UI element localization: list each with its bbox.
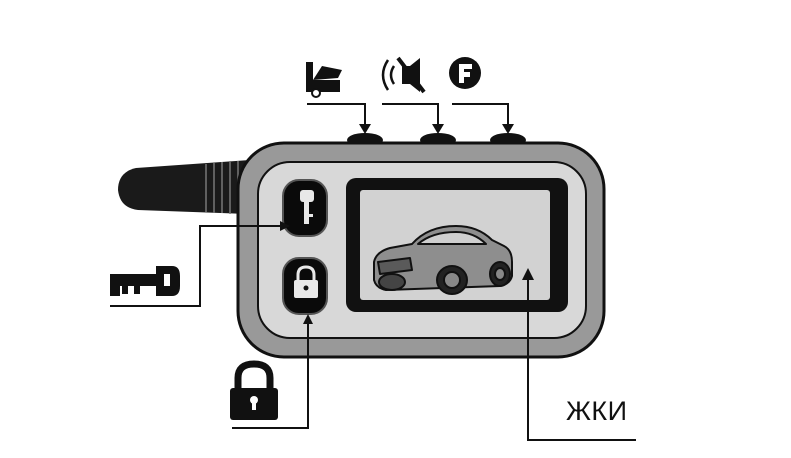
arrow-heads bbox=[280, 124, 534, 324]
lcd-label: ЖКИ bbox=[566, 396, 628, 426]
trunk-car-icon bbox=[306, 62, 342, 98]
key-button[interactable] bbox=[282, 179, 328, 237]
leader-lines bbox=[110, 103, 636, 441]
function-f-icon bbox=[449, 57, 481, 89]
padlock-icon bbox=[230, 360, 278, 420]
lock-icon bbox=[294, 265, 318, 298]
car-image bbox=[373, 225, 513, 295]
mute-speaker-icon bbox=[381, 56, 426, 94]
lock-button[interactable] bbox=[282, 257, 328, 315]
key-icon bbox=[300, 190, 314, 224]
antenna bbox=[118, 160, 250, 214]
key-icon bbox=[110, 266, 180, 296]
